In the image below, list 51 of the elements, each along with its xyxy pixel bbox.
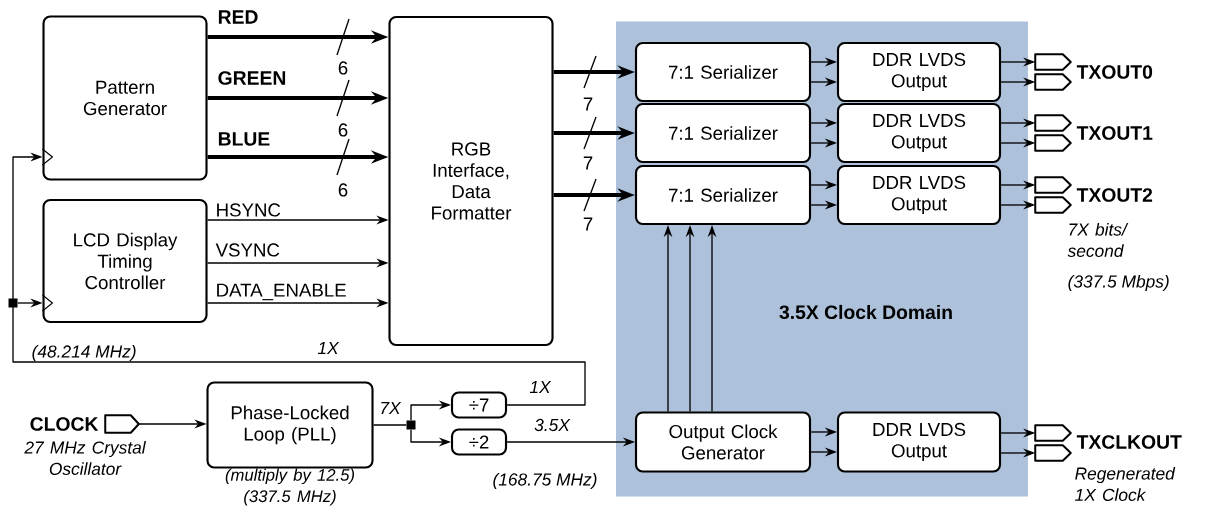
- bus-width: 6: [338, 123, 348, 137]
- note: 1X: [317, 342, 340, 354]
- edge-label: GREEN: [216, 69, 288, 87]
- output-pad: [1034, 134, 1072, 152]
- process-box: LCD Display Timing Controller: [41, 198, 208, 324]
- output-pad: [1034, 73, 1072, 91]
- process-box: Pattern Generator: [41, 15, 208, 181]
- signal-name: TXOUT1: [1076, 126, 1153, 140]
- output-pad: [1034, 176, 1072, 194]
- edge-label: HSYNC: [214, 202, 283, 218]
- edge-label: 7X: [378, 400, 402, 416]
- divider-box: ÷2: [450, 428, 508, 456]
- process-box: DDR LVDS Output: [836, 41, 1002, 103]
- output-pad: [1034, 196, 1072, 214]
- process-box: DDR LVDS Output: [836, 164, 1002, 226]
- note: (48.214 MHz): [32, 344, 136, 362]
- process-box: Output Clock Generator: [634, 411, 812, 473]
- signal-name: TXOUT0: [1076, 65, 1153, 79]
- bus-width: 6: [338, 61, 348, 75]
- edge-label: RED: [216, 9, 260, 25]
- signal-name: TXCLKOUT: [1076, 435, 1182, 449]
- output-pad: [1034, 53, 1072, 71]
- note: Regenerated 1X Clock: [1075, 466, 1176, 501]
- output-pad: [1034, 114, 1072, 132]
- output-pad: [104, 414, 140, 434]
- process-box: 7:1 Serializer: [634, 41, 812, 103]
- edge-label: 1X: [528, 379, 552, 395]
- signal-name: TXOUT2: [1076, 188, 1153, 202]
- node-caption: (multiply by 12.5) (337.5 MHz): [225, 468, 355, 506]
- process-box: 7:1 Serializer: [634, 164, 812, 226]
- process-box: Phase-Locked Loop (PLL): [206, 381, 374, 469]
- bus-width: 7: [583, 217, 593, 231]
- note: (337.5 Mbps): [1068, 274, 1169, 292]
- process-box: RGB Interface, Data Formatter: [388, 15, 554, 347]
- edge-label: DATA_ENABLE: [214, 282, 348, 302]
- process-box: DDR LVDS Output: [836, 411, 1002, 473]
- note: 7X bits/ second: [1067, 222, 1129, 258]
- node-caption: CLOCK: [30, 417, 99, 431]
- note: (168.75 MHz): [493, 472, 597, 490]
- node-caption: 27 MHz Crystal Oscillator: [24, 440, 146, 475]
- edge-label: VSYNC: [214, 242, 282, 258]
- edge-label: 3.5X: [532, 417, 572, 433]
- process-box: 7:1 Serializer: [634, 102, 812, 164]
- output-pad: [1034, 444, 1072, 462]
- process-box: DDR LVDS Output: [836, 102, 1002, 164]
- bus-width: 7: [583, 97, 593, 111]
- bus-width: 7: [583, 156, 593, 170]
- output-pad: [1034, 424, 1072, 442]
- edge-label: BLUE: [216, 130, 272, 148]
- bus-width: 6: [338, 183, 348, 197]
- divider-box: ÷7: [450, 391, 508, 419]
